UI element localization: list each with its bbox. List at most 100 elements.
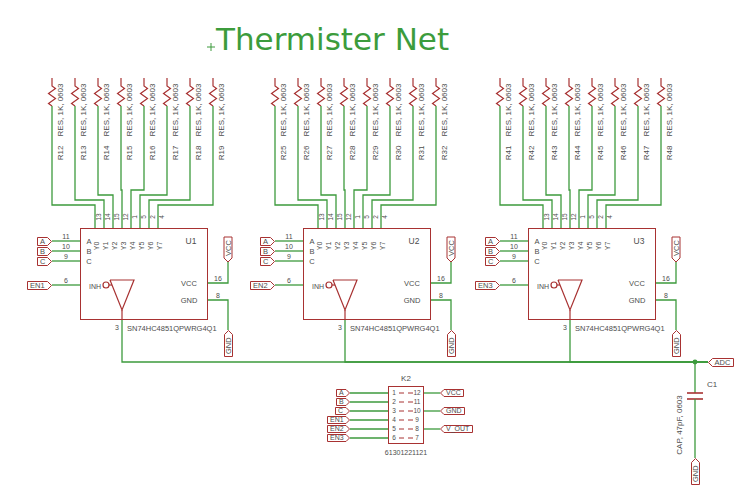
wire [350, 401, 388, 402]
pin-number: 6 [512, 277, 516, 284]
pin-number: 10 [62, 243, 70, 250]
ref-designator: R26 [303, 146, 311, 161]
net-name: C [40, 257, 45, 266]
component-value: RES, 1K, 0603 [666, 84, 674, 137]
pin-number: 3 [563, 324, 567, 331]
net-label: EN2 [250, 281, 275, 290]
pin-name: INH [537, 283, 549, 290]
pin-number: 12 [571, 213, 578, 220]
pin-number: 15 [114, 213, 121, 220]
pin-number: 1 [132, 215, 139, 219]
pin-number: 1 [580, 215, 587, 219]
pin-number: 14 [328, 213, 335, 220]
pin-name: GND [404, 297, 421, 305]
wire [211, 43, 212, 51]
wire [570, 320, 708, 362]
pin-number: 9 [415, 417, 419, 424]
pin-number: 13 [544, 213, 551, 220]
pin-number: 4 [159, 215, 166, 219]
net-name: A [339, 389, 344, 397]
net-name: EN1 [30, 281, 45, 290]
net-name: C [338, 407, 343, 415]
pin-name: B [309, 248, 314, 256]
symbol-line [612, 78, 619, 106]
ref-designator: R28 [349, 146, 357, 161]
net-name: C [488, 257, 493, 266]
net-name: GND [224, 337, 233, 354]
pin-name: Y0 [93, 242, 100, 251]
symbol-line [110, 280, 134, 310]
multiplexer-chip: U1SN74HC4851QPWRG4Q1ABCY0Y1Y2Y3Y4Y5Y6Y7I… [80, 228, 208, 320]
ref-designator: R48 [666, 146, 674, 161]
net-label: GND [691, 458, 700, 485]
ref-designator: R45 [597, 146, 605, 161]
component-value: RES, 1K, 0603 [551, 84, 559, 137]
pin-number: 16 [437, 275, 445, 282]
symbol-line [658, 78, 665, 106]
symbol-line [164, 78, 171, 106]
net-name: VCC [446, 389, 461, 397]
pin-number: 2 [373, 215, 380, 219]
wire [350, 410, 388, 411]
component-value: RES, 1K, 0603 [326, 84, 334, 137]
pin-name: INH [89, 283, 101, 290]
pin-number: 16 [214, 275, 222, 282]
net-label: EN1 [27, 281, 52, 290]
component-value: RES, 1K, 0603 [528, 84, 536, 137]
wire [500, 240, 528, 241]
wire [52, 250, 80, 251]
net-label: A [336, 389, 350, 397]
ref-designator: R31 [418, 146, 426, 161]
pin-number: 12 [346, 213, 353, 220]
net-name: A [263, 237, 268, 246]
component-value: RES, 1K, 0603 [126, 84, 134, 137]
ref-designator: R32 [441, 146, 449, 161]
net-label: C [335, 407, 350, 415]
pin-number: 5 [364, 215, 371, 219]
net-label: EN3 [475, 281, 500, 290]
pin-name: Y4 [352, 242, 359, 251]
wire [381, 106, 436, 228]
component-value: RES, 1K, 0603 [372, 84, 380, 137]
symbol-line [687, 392, 703, 394]
ref-designator: R19 [218, 146, 226, 161]
symbol-line [399, 411, 404, 412]
net-label: EN3 [327, 434, 350, 442]
wire [500, 284, 528, 285]
net-name: C [263, 257, 268, 266]
wire [606, 106, 661, 228]
invert-bubble [551, 282, 557, 288]
ref-designator: K2 [401, 375, 411, 383]
ref-designator: R27 [326, 146, 334, 161]
symbol-line [344, 310, 345, 320]
pin-number: 15 [337, 213, 344, 220]
pin-number: 5 [392, 426, 396, 433]
net-label: C [260, 257, 275, 266]
net-label: EN1 [327, 416, 350, 424]
symbol-line [399, 402, 404, 403]
wire [122, 320, 708, 362]
pin-name: Y3 [120, 242, 127, 251]
net-name: VCC [447, 240, 456, 256]
net-label: VCC [447, 236, 456, 262]
pin-number: 3 [115, 324, 119, 331]
pin-name: B [534, 248, 539, 256]
diagram-title: Thermister Net [216, 24, 449, 55]
net-name: V_OUT [446, 425, 469, 433]
ref-designator: R12 [57, 146, 65, 161]
symbol-line [408, 420, 413, 421]
symbol-line [408, 393, 413, 394]
wire [275, 284, 303, 285]
pin-number: 6 [64, 277, 68, 284]
pin-number: 9 [64, 253, 68, 260]
net-label: B [260, 247, 275, 256]
symbol-line [589, 78, 596, 106]
ref-designator: R47 [643, 146, 651, 161]
pin-name: A [86, 238, 91, 246]
pin-name: Y7 [379, 242, 386, 251]
net-label: GND [440, 407, 465, 415]
component-value: RES, 1K, 0603 [280, 84, 288, 137]
wire [208, 262, 228, 283]
ref-designator: R46 [620, 146, 628, 161]
wire [350, 419, 388, 420]
